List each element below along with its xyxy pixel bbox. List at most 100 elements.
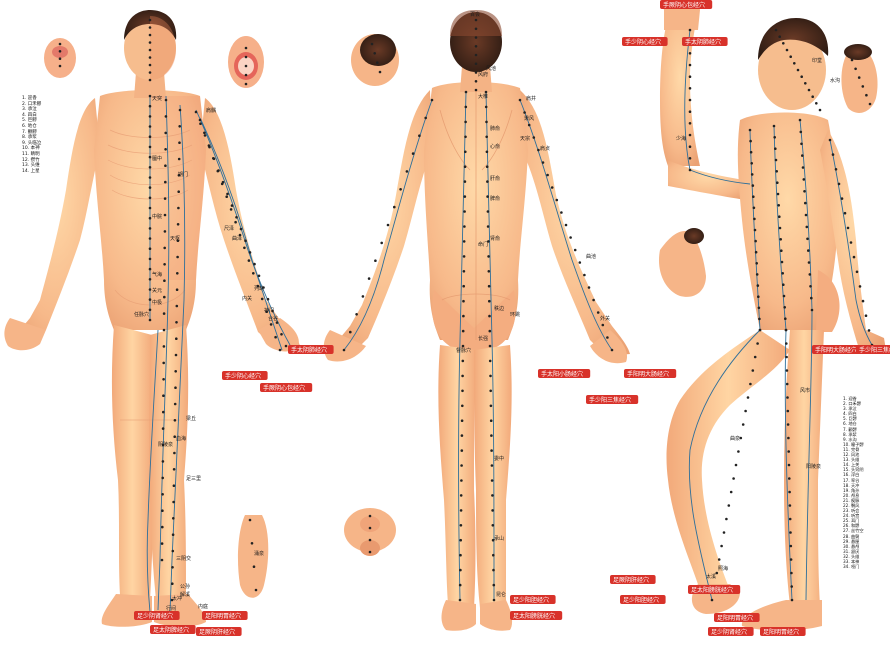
acupoint-dot xyxy=(195,111,198,114)
acupoint-dot xyxy=(460,464,463,467)
acupoint-dot xyxy=(412,152,415,155)
acupoint-label-zusanli: 足三里 xyxy=(186,476,201,482)
acupoint-dot xyxy=(461,434,464,437)
acupoint-dot xyxy=(854,68,857,71)
acupoint-dot xyxy=(174,386,177,389)
acupoint-dot xyxy=(749,383,752,386)
meridian-badge: 足少阴肾经穴 xyxy=(134,611,180,620)
acupoint-dot xyxy=(149,105,152,108)
acupoint-dot xyxy=(418,134,421,137)
acupoint-dot xyxy=(811,309,814,312)
acupoint-dot xyxy=(778,215,781,218)
acupoint-dot xyxy=(249,519,252,522)
acupoint-label-jianyu: 肩髃 xyxy=(206,107,216,114)
acupoint-dot xyxy=(808,261,811,264)
acupoint-dot xyxy=(781,261,784,264)
acupoint-label-kunlun: 昆仑 xyxy=(496,591,506,598)
acupoint-dot xyxy=(803,190,806,193)
acupoint-dot xyxy=(179,109,182,112)
acupoint-dot xyxy=(689,52,692,55)
acupoint-dot xyxy=(606,336,609,339)
acupoint-dot xyxy=(172,501,175,504)
acupoint-dot xyxy=(810,297,813,300)
acupoint-dot xyxy=(178,125,181,128)
meridian-badge: 足太阴脾经穴 xyxy=(150,625,196,634)
acupoint-dot xyxy=(851,59,854,62)
acupoint-dot xyxy=(280,333,283,336)
acupoint-dot xyxy=(149,26,152,29)
acupoint-dot xyxy=(784,317,787,320)
acupoint-dot xyxy=(490,405,493,408)
legend-left-item: 14. 上星 xyxy=(22,169,41,175)
legend-right: 1. 迎香2. 口禾髎3. 承泣4. 四白5. 巨髎6. 地仓7. 颧髎8. 承… xyxy=(843,396,864,569)
acupoint-dot xyxy=(245,56,248,59)
acupoint-dot xyxy=(163,296,166,299)
acupoint-dot xyxy=(174,419,177,422)
acupoint-dot xyxy=(758,307,761,310)
acupoint-dot xyxy=(865,314,868,317)
acupoint-dot xyxy=(728,504,731,507)
acupoint-dot xyxy=(790,585,793,588)
acupoint-label-shaohai: 少海 xyxy=(676,135,686,142)
acupoint-label-ganshu: 肝俞 xyxy=(490,175,500,182)
acupoint-dot xyxy=(178,158,181,161)
acupoint-dot xyxy=(149,95,152,98)
meridian-badge: 手少阳三焦经穴 xyxy=(586,395,638,404)
acupoint-dot xyxy=(163,329,166,332)
acupoint-dot xyxy=(808,89,811,92)
acupoint-dot xyxy=(261,298,264,301)
acupoint-dot xyxy=(785,342,788,345)
meridian-badge-label: 足阳明胃经穴 xyxy=(717,614,753,622)
acupoint-label-liangqiu: 梁丘 xyxy=(186,415,196,422)
acupoint-dot xyxy=(174,370,177,373)
acupoint-dot xyxy=(528,124,531,127)
acupoint-dot xyxy=(485,106,488,109)
acupoint-dot xyxy=(850,241,853,244)
meridian-badge-label: 足少阳胆经穴 xyxy=(513,596,549,604)
acupoint-dot xyxy=(217,170,220,173)
acupoint-dot xyxy=(865,94,868,97)
acupoint-dot xyxy=(149,71,152,74)
acupoint-dot xyxy=(809,273,812,276)
acupoint-dot xyxy=(490,449,493,452)
acupoint-dot xyxy=(475,54,478,57)
acupoint-dot xyxy=(754,240,757,243)
acupoint-dot xyxy=(178,141,181,144)
meridian-badge: 手厥阴心包经穴 xyxy=(660,0,712,9)
acupoint-dot xyxy=(475,89,478,92)
acupoint-label-sanyinjiao: 三阴交 xyxy=(176,555,191,562)
acupoint-dot xyxy=(252,272,255,275)
acupoint-dot xyxy=(424,117,427,120)
acupoint-label-zhaohai: 照海 xyxy=(718,565,728,572)
acupoint-dot xyxy=(199,122,202,125)
acupoint-dot xyxy=(486,195,489,198)
acupoint-dot xyxy=(164,132,167,135)
acupoint-dot xyxy=(149,166,152,169)
acupoint-dot xyxy=(782,283,785,286)
acupoint-label-neiting: 内庭 xyxy=(198,603,208,610)
acupoint-dot xyxy=(462,360,465,363)
acupoint-dot xyxy=(164,148,167,151)
acupoint-dot xyxy=(735,464,738,467)
acupoint-dot xyxy=(245,74,248,77)
acupoint-dot xyxy=(235,216,238,219)
meridian-badge-label: 足太阳膀胱经穴 xyxy=(513,612,555,620)
acupoint-dot xyxy=(785,356,788,359)
acupoint-dot xyxy=(173,468,176,471)
acupoint-dot xyxy=(149,309,152,312)
acupoint-dot xyxy=(431,99,434,102)
acupoint-label-shenmen: 神门 xyxy=(264,307,274,314)
acupoint-dot xyxy=(793,62,796,65)
acupoint-dot xyxy=(489,345,492,348)
acupoint-dot xyxy=(751,173,754,176)
acupoint-dot xyxy=(597,311,600,314)
acupoint-dot xyxy=(775,159,778,162)
meridian-badge-label: 足少阴肾经穴 xyxy=(711,628,747,636)
acupoint-dot xyxy=(757,295,760,298)
acupoint-dot xyxy=(756,342,759,345)
acupoint-dot xyxy=(164,181,167,184)
acupoint-dot xyxy=(161,526,164,529)
acupoint-dot xyxy=(490,434,493,437)
acupoint-dot xyxy=(149,258,152,261)
